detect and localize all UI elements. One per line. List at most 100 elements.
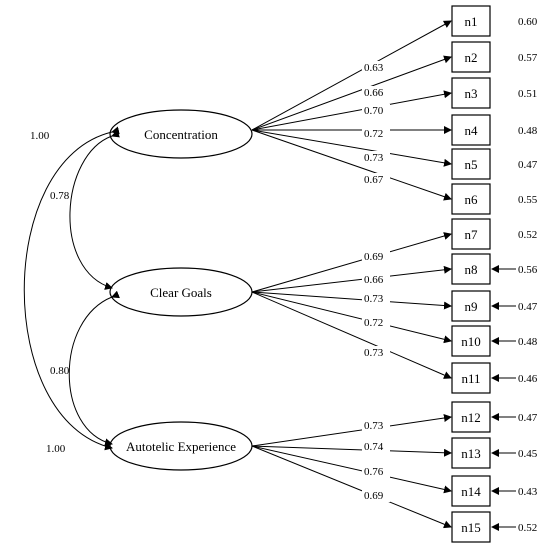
item-label: n10 [461, 334, 481, 349]
corr-label-clear-goals-autotelic: 0.80 [50, 365, 70, 377]
item-label: n6 [465, 192, 479, 207]
loading-arrow-n15 [251, 445, 452, 529]
error-variance-label: 0.46 [518, 373, 538, 385]
error-variance-label: 0.56 [518, 264, 538, 276]
item-label: n5 [465, 157, 478, 172]
loading-label-n12: 0.73 [364, 420, 384, 432]
loading-label-bg [362, 61, 390, 74]
item-label: n15 [461, 520, 481, 535]
variance-label-concentration: 1.00 [30, 130, 50, 142]
item-box [451, 511, 491, 543]
corr-curve-concentration-clear-goals [69, 129, 120, 290]
loading-label-n13: 0.74 [364, 441, 384, 453]
item-n9: n9 0.47 [451, 290, 538, 322]
loading-label-n6: 0.67 [364, 174, 384, 186]
error-variance-label: 0.48 [518, 125, 538, 137]
error-variance-label: 0.57 [518, 52, 538, 64]
item-box [451, 362, 491, 394]
loading-arrow-n2 [251, 55, 452, 131]
loading-arrow-n7 [251, 232, 452, 293]
loading-arrow-n9 [251, 291, 452, 310]
factor-label: Concentration [144, 127, 218, 142]
item-label: n12 [461, 410, 481, 425]
item-label: n14 [461, 484, 481, 499]
loading-label-bg [362, 465, 390, 478]
factor-label: Autotelic Experience [126, 439, 236, 454]
item-label: n11 [461, 371, 480, 386]
error-variance-label: 0.47 [518, 412, 538, 424]
error-variance-label: 0.51 [518, 88, 537, 100]
item-box [451, 183, 491, 215]
item-box [451, 77, 491, 109]
loading-label-bg [362, 346, 390, 359]
corr-curve-clear-goals-autotelic [68, 290, 120, 447]
item-n6: n6 0.55 [451, 183, 538, 215]
loading-arrow-n1 [251, 20, 452, 131]
item-n3: n3 0.51 [451, 77, 537, 109]
factor-concentration: Concentration [109, 109, 253, 159]
loading-label-n15: 0.69 [364, 490, 384, 502]
loading-arrow-n13 [251, 445, 452, 457]
item-n8: n8 0.56 [451, 253, 538, 285]
item-n14: n14 0.43 [451, 475, 538, 507]
loading-arrow-n10 [251, 291, 452, 344]
error-variance-label: 0.47 [518, 301, 538, 313]
item-box [451, 475, 491, 507]
loading-label-bg [362, 151, 390, 164]
item-label: n8 [465, 262, 478, 277]
item-box [451, 41, 491, 73]
loading-arrow-n12 [251, 414, 452, 447]
corr-label-concentration-clear-goals: 0.78 [50, 190, 70, 202]
item-n15: n15 0.52 [451, 511, 537, 543]
item-n12: n12 0.47 [451, 401, 538, 433]
item-label: n9 [465, 299, 478, 314]
loading-label-n7: 0.69 [364, 251, 384, 263]
loading-label-bg [362, 419, 390, 432]
factor-label: Clear Goals [150, 285, 212, 300]
item-label: n7 [465, 227, 479, 242]
item-n4: n4 0.48 [451, 114, 538, 146]
item-label: n4 [465, 123, 479, 138]
error-variance-label: 0.60 [518, 16, 538, 28]
loading-arrow-n11 [251, 291, 452, 379]
loading-label-n10: 0.72 [364, 317, 383, 329]
loading-label-n3: 0.70 [364, 105, 384, 117]
error-variance-label: 0.52 [518, 522, 537, 534]
loading-arrow-n3 [251, 90, 452, 131]
error-variance-label: 0.48 [518, 336, 538, 348]
item-box [451, 114, 491, 146]
loading-arrow-n6 [251, 129, 452, 201]
loading-label-bg [362, 440, 390, 453]
loading-label-n9: 0.73 [364, 293, 384, 305]
item-label: n3 [465, 86, 478, 101]
loading-label-n8: 0.66 [364, 274, 384, 286]
item-box [451, 401, 491, 433]
factor-autotelic-experience: Autotelic Experience [109, 421, 253, 471]
loading-label-bg [362, 86, 390, 99]
error-variance-label: 0.55 [518, 194, 538, 206]
loading-label-n5: 0.73 [364, 152, 384, 164]
item-label: n13 [461, 446, 481, 461]
item-box [451, 325, 491, 357]
loading-label-bg [362, 127, 390, 140]
loading-arrow-n8 [251, 265, 452, 293]
loading-label-bg [362, 104, 390, 117]
item-n10: n10 0.48 [451, 325, 538, 357]
loading-label-n2: 0.66 [364, 87, 384, 99]
loading-label-n11: 0.73 [364, 347, 384, 359]
loading-label-n1: 0.63 [364, 62, 384, 74]
error-variance-label: 0.43 [518, 486, 538, 498]
item-label: n2 [465, 50, 478, 65]
item-box [451, 218, 491, 250]
factor-clear-goals: Clear Goals [109, 267, 253, 317]
loading-label-n14: 0.76 [364, 466, 384, 478]
item-box [451, 148, 491, 180]
loading-label-bg [362, 292, 390, 305]
loading-label-bg [362, 273, 390, 286]
corr-curve-concentration-autotelic [23, 126, 120, 451]
